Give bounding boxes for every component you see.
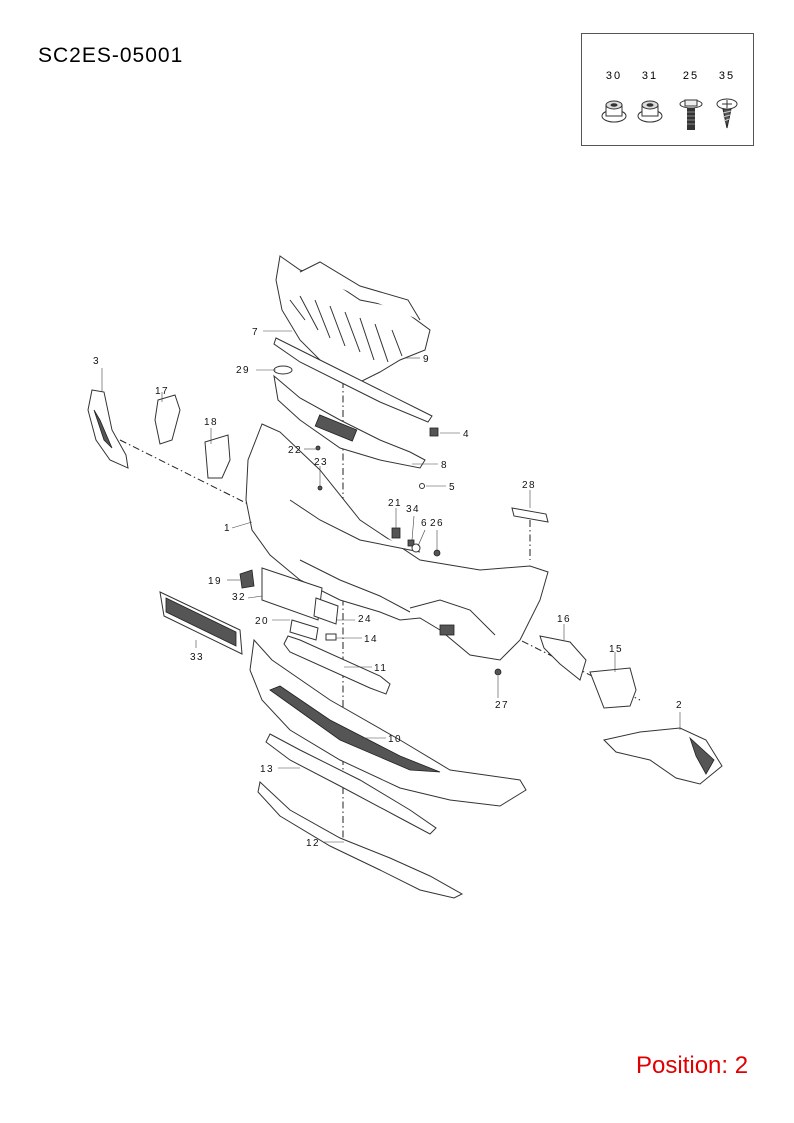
leader-lines bbox=[101, 330, 681, 843]
part-9-energy-absorber[interactable] bbox=[275, 255, 431, 383]
callout-15[interactable]: 15 bbox=[609, 644, 623, 655]
part-12-lip[interactable] bbox=[257, 781, 464, 899]
part-3-left-bezel[interactable] bbox=[87, 389, 129, 469]
callout-12[interactable]: 12 bbox=[306, 838, 320, 849]
position-label: Position: 2 bbox=[636, 1052, 749, 1079]
callout-34[interactable]: 34 bbox=[406, 504, 420, 515]
fastener-label-30[interactable]: 30 bbox=[605, 70, 623, 82]
part-16-bracket[interactable] bbox=[539, 635, 587, 681]
part-13-lower-strip[interactable] bbox=[265, 733, 437, 835]
callout-1[interactable]: 1 bbox=[224, 523, 231, 534]
part-20-cover[interactable] bbox=[289, 619, 319, 641]
callout-28[interactable]: 28 bbox=[522, 480, 536, 491]
part-32-licence-plate-bracket[interactable] bbox=[261, 567, 323, 621]
tapping-screw-icon bbox=[716, 98, 738, 129]
callout-24[interactable]: 24 bbox=[358, 614, 372, 625]
callout-14[interactable]: 14 bbox=[364, 634, 378, 645]
part-11-strip[interactable] bbox=[283, 635, 391, 695]
part-34-clip[interactable] bbox=[407, 539, 415, 547]
callout-5[interactable]: 5 bbox=[449, 482, 456, 493]
part-4-clip[interactable] bbox=[429, 427, 439, 437]
callout-10[interactable]: 10 bbox=[388, 734, 402, 745]
fastener-label-25[interactable]: 25 bbox=[682, 70, 700, 82]
callout-8[interactable]: 8 bbox=[441, 460, 448, 471]
callout-29[interactable]: 29 bbox=[236, 365, 250, 376]
fastener-legend-box: 30 31 25 35 bbox=[581, 33, 754, 146]
callout-26[interactable]: 26 bbox=[430, 518, 444, 529]
part-18-bracket[interactable] bbox=[204, 434, 231, 479]
diagram-code: SC2ES-05001 bbox=[38, 44, 184, 67]
callout-3[interactable]: 3 bbox=[93, 356, 100, 367]
callout-21[interactable]: 21 bbox=[388, 498, 402, 509]
flange-bolt-icon bbox=[679, 99, 703, 130]
part-5-fastener[interactable] bbox=[419, 483, 425, 489]
part-7-upper-trim[interactable] bbox=[273, 337, 433, 423]
callout-9[interactable]: 9 bbox=[423, 354, 430, 365]
flange-nut-icon bbox=[637, 100, 663, 123]
callout-labels: 1 2 3 4 5 6 7 8 9 10 11 12 13 14 15 16 1… bbox=[93, 327, 683, 849]
callout-17[interactable]: 17 bbox=[155, 386, 169, 397]
part-6-fastener[interactable] bbox=[411, 543, 421, 553]
fastener-label-35[interactable]: 35 bbox=[718, 70, 736, 82]
callout-20[interactable]: 20 bbox=[255, 616, 269, 627]
callout-19[interactable]: 19 bbox=[208, 576, 222, 587]
callout-13[interactable]: 13 bbox=[260, 764, 274, 775]
part-21-clip[interactable] bbox=[391, 527, 401, 539]
callout-32[interactable]: 32 bbox=[232, 592, 246, 603]
part-28-reflector[interactable] bbox=[511, 507, 549, 523]
part-23-clip[interactable] bbox=[317, 485, 323, 491]
callout-6[interactable]: 6 bbox=[421, 518, 428, 529]
part-17-bracket[interactable] bbox=[154, 394, 181, 445]
callout-16[interactable]: 16 bbox=[557, 614, 571, 625]
callout-4[interactable]: 4 bbox=[463, 429, 470, 440]
callout-2[interactable]: 2 bbox=[676, 700, 683, 711]
callout-33[interactable]: 33 bbox=[190, 652, 204, 663]
part-15-bracket[interactable] bbox=[589, 667, 637, 709]
part-1-bumper-cover[interactable] bbox=[245, 423, 549, 661]
callout-27[interactable]: 27 bbox=[495, 700, 509, 711]
callout-22[interactable]: 22 bbox=[288, 445, 302, 456]
part-27-fastener[interactable] bbox=[494, 668, 502, 676]
callout-7[interactable]: 7 bbox=[252, 327, 259, 338]
part-24-tow-cover[interactable] bbox=[313, 597, 339, 625]
flange-nut-icon bbox=[601, 100, 627, 123]
callout-11[interactable]: 11 bbox=[374, 663, 387, 674]
part-29-clip[interactable] bbox=[273, 365, 293, 375]
part-19-sensor[interactable] bbox=[239, 569, 255, 589]
callout-23[interactable]: 23 bbox=[314, 457, 328, 468]
part-10-lower-grille[interactable] bbox=[249, 638, 527, 807]
part-26-fastener[interactable] bbox=[433, 549, 441, 557]
part-22-clip[interactable] bbox=[315, 445, 321, 451]
part-14-clip[interactable] bbox=[325, 633, 337, 641]
fastener-label-31[interactable]: 31 bbox=[641, 70, 659, 82]
callout-18[interactable]: 18 bbox=[204, 417, 218, 428]
